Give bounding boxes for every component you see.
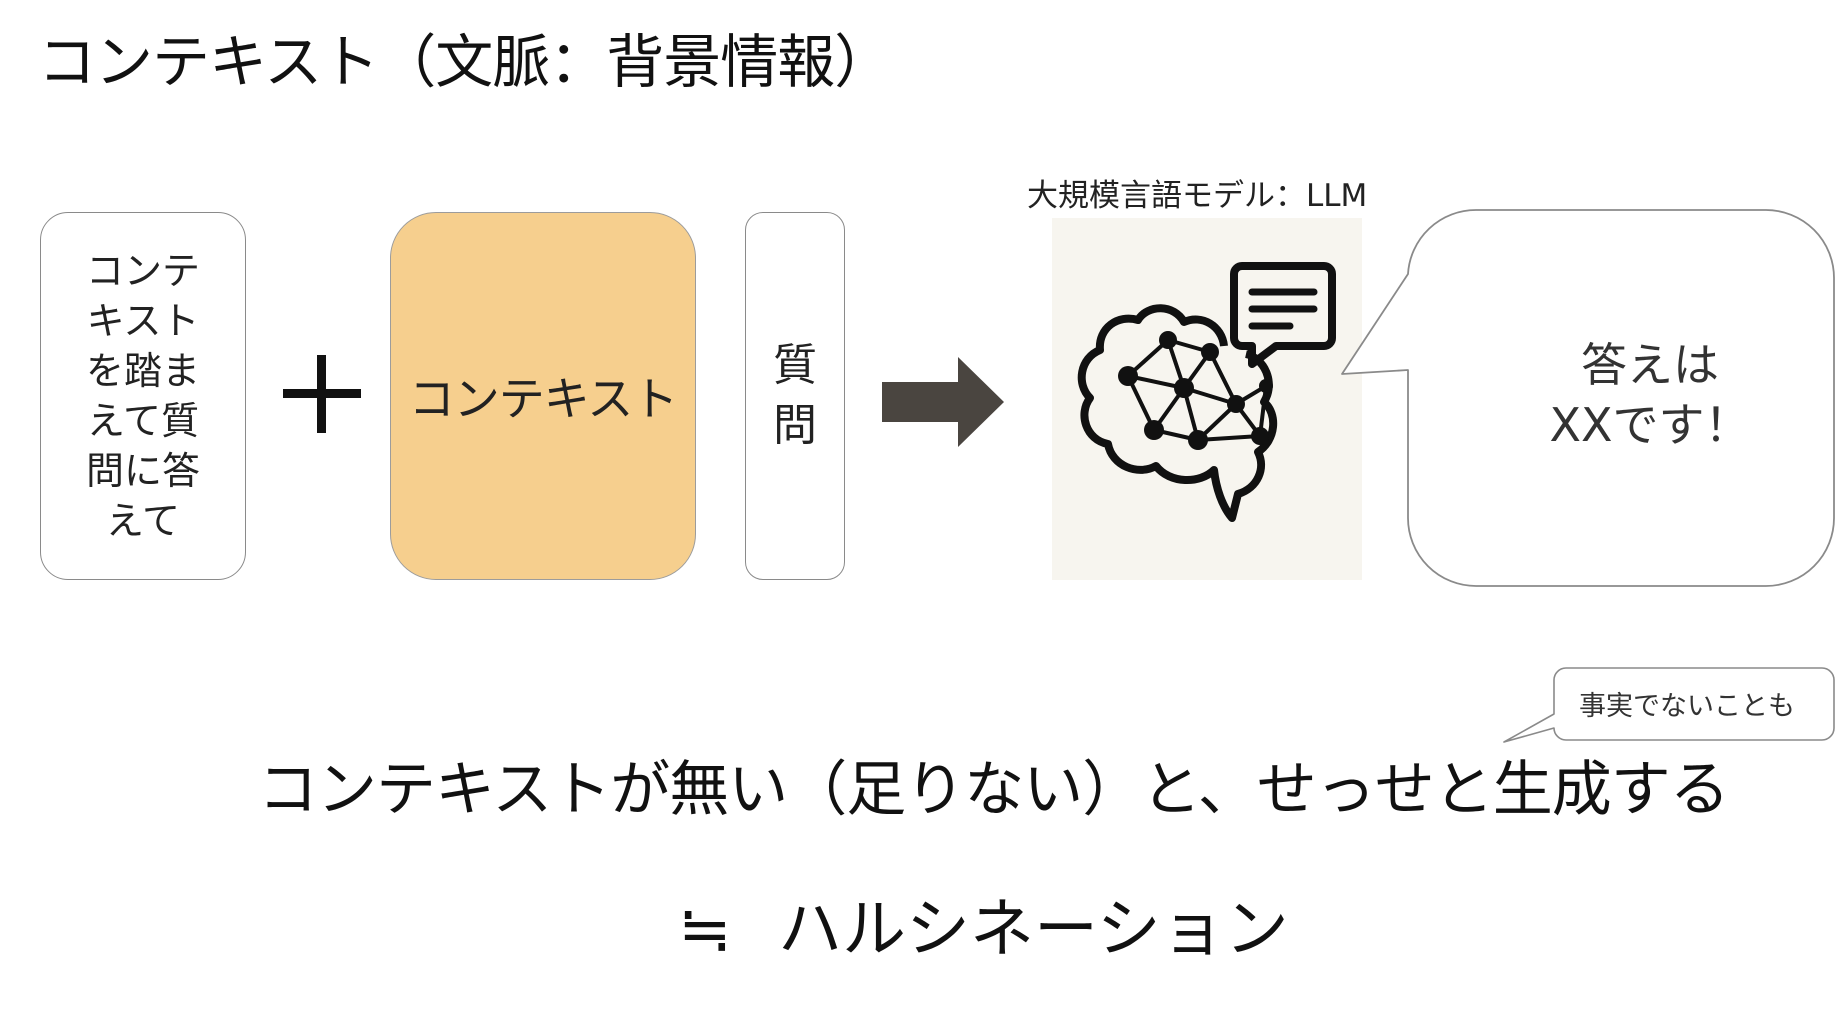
question-box: 質問 [745, 212, 845, 580]
instruction-text: コンテキストを踏まえて質問に答えて [85, 249, 200, 543]
instruction-box: コンテキストを踏まえて質問に答えて [40, 212, 246, 580]
slide-title: コンテキスト（文脈：背景情報） [38, 28, 892, 96]
statement-text: コンテキストが無い（足りない）と、せっせと生成する [258, 755, 1730, 825]
answer-line-2: XXです！ [1549, 398, 1751, 452]
right-arrow-icon [882, 357, 1004, 447]
answer-line-1: 答えは [1581, 338, 1719, 392]
note-speech-bubble [1503, 667, 1835, 743]
question-text: 質問 [773, 340, 817, 451]
llm-label: 大規模言語モデル：LLM [1027, 178, 1368, 214]
conclusion-text: ハルシネーション [778, 893, 1289, 967]
note-text: 事実でないことも [1579, 691, 1795, 722]
conclusion-line: ≒ ハルシネーション [678, 890, 1289, 970]
context-text: コンテキスト [408, 372, 679, 426]
plus-icon [283, 355, 361, 433]
brain-network-chat-icon [1077, 262, 1336, 522]
context-box: コンテキスト [390, 212, 696, 580]
approx-equal-symbol: ≒ [678, 893, 732, 967]
answer-text: 答えは XXです！ [1480, 335, 1820, 455]
llm-image [1052, 218, 1362, 580]
answer-speech-bubble [1341, 209, 1835, 587]
